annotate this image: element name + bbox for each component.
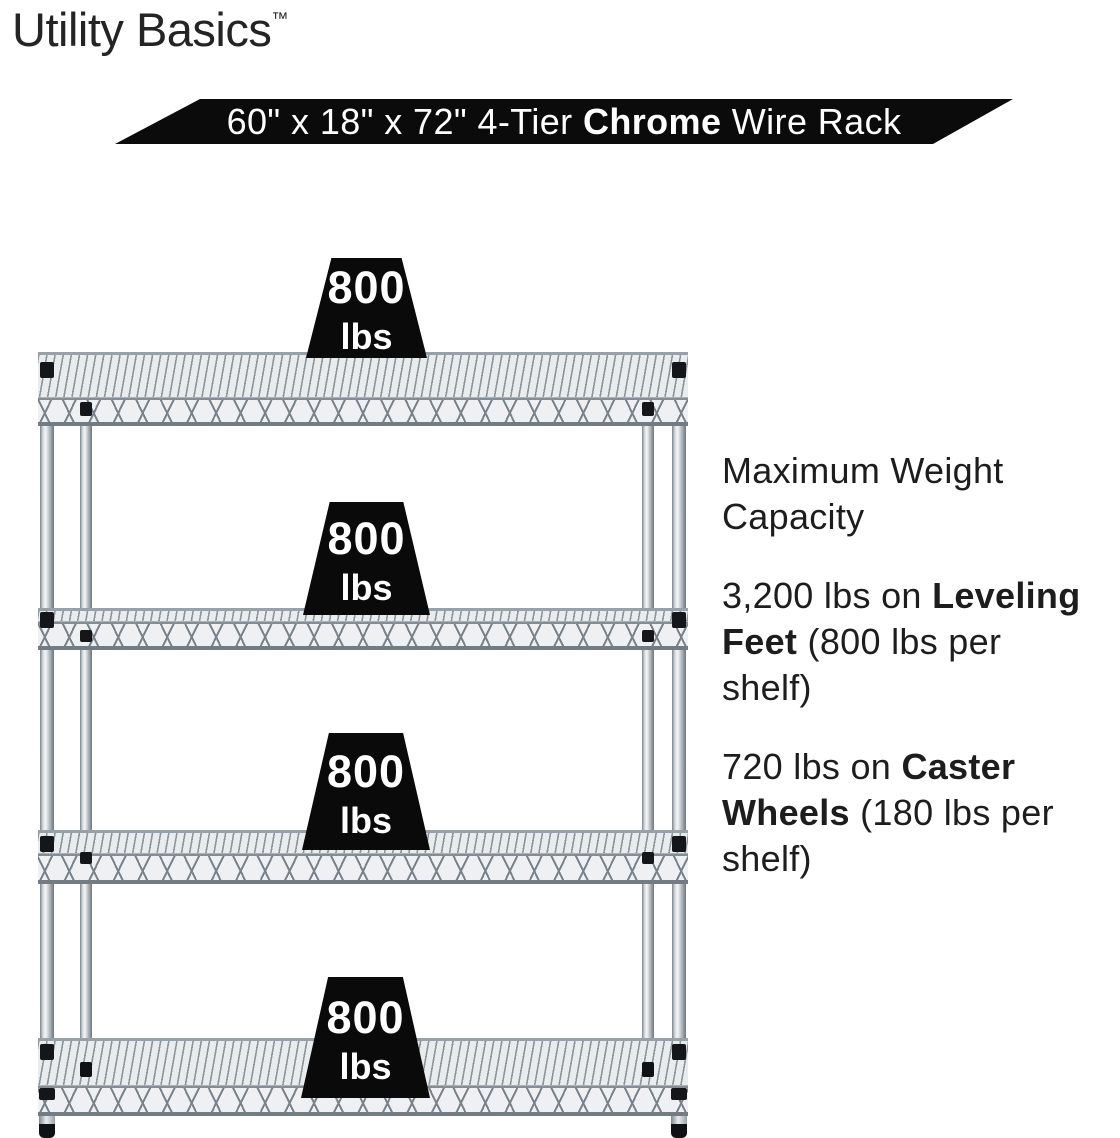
rack-post-back-right — [672, 354, 686, 1094]
post-collar — [80, 852, 92, 864]
post-collar — [80, 630, 92, 642]
rack-shelf-1 — [38, 352, 688, 426]
badge-value: 800 — [327, 512, 406, 564]
rack-post-front-left — [80, 404, 92, 1064]
banner-text: 60" x 18" x 72" 4-Tier Chrome Wire Rack — [227, 101, 902, 143]
weight-icon: 800 lbs — [306, 258, 427, 358]
caster-capacity-value: 720 lbs on — [722, 746, 902, 787]
foot-adjuster-ring — [671, 1088, 687, 1100]
shelf-truss-edge — [38, 622, 688, 650]
banner-finish: Chrome — [582, 100, 722, 142]
brand-logo: Utility Basics™ — [12, 0, 288, 71]
leveling-foot-tip — [39, 1124, 55, 1138]
shelf-mesh-surface — [38, 352, 688, 398]
foot-adjuster-ring — [39, 1088, 55, 1100]
weight-icon: 800 lbs — [301, 977, 430, 1098]
post-collar — [672, 362, 686, 378]
leveling-feet-label: Leveling Feet — [722, 575, 1081, 662]
badge-unit: lbs — [339, 1045, 392, 1087]
caster-wheels-label: Caster Wheels — [722, 746, 1016, 833]
post-collar — [672, 836, 686, 852]
leveling-feet-capacity: 3,200 lbs on Leveling Feet (800 lbs per … — [722, 573, 1094, 711]
leveling-foot-tip — [642, 1062, 654, 1077]
banner-dimensions: 60" x 18" x 72" 4-Tier — [226, 100, 583, 142]
leveling-per-shelf: (800 lbs per shelf) — [722, 621, 1002, 708]
caster-wheels-capacity: 720 lbs on Caster Wheels (180 lbs per sh… — [722, 744, 1094, 882]
badge-value: 800 — [326, 745, 406, 797]
badge-unit: lbs — [340, 566, 393, 608]
weight-capacity-badge-3: 800 lbs — [302, 733, 430, 850]
trademark-symbol: ™ — [271, 9, 289, 28]
post-collar — [40, 612, 54, 628]
rack-shelf-2 — [38, 608, 688, 650]
leveling-capacity-value: 3,200 lbs on — [722, 575, 933, 616]
post-collar — [672, 612, 686, 628]
weight-capacity-badge-1: 800 lbs — [306, 258, 427, 358]
rack-post-front-right — [642, 404, 654, 1064]
post-collar — [642, 630, 654, 642]
brand-name: Utility Basics — [12, 3, 272, 56]
leveling-foot-tip — [80, 1062, 92, 1077]
shelf-truss-edge — [38, 398, 688, 426]
post-collar — [40, 362, 54, 378]
weight-capacity-badge-2: 800 lbs — [303, 502, 430, 615]
rack-post-back-left — [40, 354, 54, 1094]
weight-capacity-badge-4: 800 lbs — [301, 977, 430, 1098]
banner-product-type: Wire Rack — [721, 100, 902, 142]
caster-per-shelf: (180 lbs per shelf) — [722, 792, 1054, 879]
badge-unit: lbs — [340, 316, 393, 357]
weight-icon: 800 lbs — [303, 502, 430, 615]
post-collar — [80, 402, 92, 416]
post-collar — [642, 402, 654, 416]
post-collar — [40, 1044, 54, 1060]
post-collar — [672, 1044, 686, 1060]
post-collar — [642, 852, 654, 864]
shelf-truss-edge — [38, 854, 688, 884]
specs-heading: Maximum Weight Capacity — [722, 450, 1004, 537]
weight-icon: 800 lbs — [302, 733, 430, 850]
wire-rack-photo — [36, 350, 690, 1138]
leveling-foot-tip — [671, 1124, 687, 1138]
badge-value: 800 — [327, 262, 406, 313]
post-collar — [40, 836, 54, 852]
specs-column: Maximum Weight Capacity 3,200 lbs on Lev… — [722, 448, 1094, 915]
badge-unit: lbs — [339, 799, 392, 841]
title-banner: 60" x 18" x 72" 4-Tier Chrome Wire Rack — [115, 99, 1013, 144]
badge-value: 800 — [326, 991, 405, 1043]
